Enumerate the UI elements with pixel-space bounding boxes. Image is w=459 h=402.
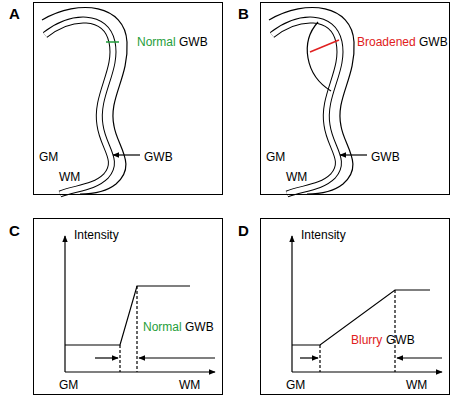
figure-panel: BBroadenedGWBGMWMGWB bbox=[260, 2, 450, 195]
figure-panel: ANormalGWBGMWMGWB bbox=[33, 2, 223, 195]
dashed-boundary bbox=[319, 345, 320, 372]
tissue-label: GM bbox=[39, 151, 58, 163]
boundary-label: GWB bbox=[185, 321, 214, 333]
boundary-label: GWB bbox=[179, 36, 208, 48]
panel-letter: C bbox=[9, 223, 20, 238]
boundary-label: GWB bbox=[371, 151, 400, 163]
gm-arrow bbox=[300, 357, 318, 358]
panel-letter: A bbox=[9, 6, 20, 21]
y-axis bbox=[291, 236, 292, 372]
dashed-boundary bbox=[394, 290, 395, 372]
status-word: Normal bbox=[143, 321, 182, 333]
boundary-label: GWB bbox=[144, 151, 173, 163]
boundary-label: GWB bbox=[419, 36, 448, 48]
dashed-boundary bbox=[119, 345, 120, 372]
normal-marker bbox=[106, 41, 119, 43]
pial-line bbox=[42, 8, 127, 194]
gwb-band-inner bbox=[272, 20, 340, 194]
axis-label: Intensity bbox=[301, 229, 346, 241]
tissue-label: WM bbox=[286, 171, 307, 183]
broadened-edge bbox=[307, 22, 331, 91]
tissue-label: WM bbox=[179, 379, 200, 391]
profile-normal bbox=[65, 236, 215, 372]
tissue-label: GM bbox=[59, 379, 78, 391]
y-axis bbox=[64, 236, 65, 372]
gm-arrow bbox=[95, 357, 118, 358]
pointer-arrow bbox=[340, 154, 367, 155]
tissue-label: WM bbox=[406, 379, 427, 391]
pial-line bbox=[269, 8, 354, 194]
wm-arrow bbox=[397, 357, 442, 358]
wm-arrow bbox=[139, 357, 215, 358]
cortex-broadened bbox=[269, 8, 367, 194]
figure-panel: DIntensityBlurryGWBGMWM bbox=[260, 218, 450, 395]
x-axis bbox=[65, 371, 215, 372]
profile-blurry bbox=[292, 236, 442, 372]
gwb-band-outer bbox=[45, 20, 113, 194]
tissue-label: WM bbox=[59, 171, 80, 183]
status-word: Normal bbox=[137, 36, 176, 48]
panel-letter: B bbox=[238, 6, 249, 21]
tissue-label: GM bbox=[286, 379, 305, 391]
gwb-band-outer bbox=[272, 20, 340, 194]
broadened-marker bbox=[310, 40, 339, 52]
axis-label: Intensity bbox=[74, 229, 119, 241]
intensity-curve bbox=[65, 286, 190, 345]
panel-letter: D bbox=[238, 223, 249, 238]
status-word: Blurry bbox=[351, 334, 382, 346]
boundary-label: GWB bbox=[386, 334, 415, 346]
tissue-label: GM bbox=[266, 151, 285, 163]
figure-panel: CIntensityNormalGWBGMWM bbox=[33, 218, 223, 395]
pointer-arrow bbox=[113, 154, 140, 155]
cortex-normal bbox=[42, 8, 140, 194]
gwb-band-inner bbox=[45, 20, 113, 194]
x-axis bbox=[292, 371, 442, 372]
intensity-curve bbox=[292, 290, 430, 345]
dashed-boundary bbox=[136, 286, 137, 372]
status-word: Broadened bbox=[357, 36, 416, 48]
